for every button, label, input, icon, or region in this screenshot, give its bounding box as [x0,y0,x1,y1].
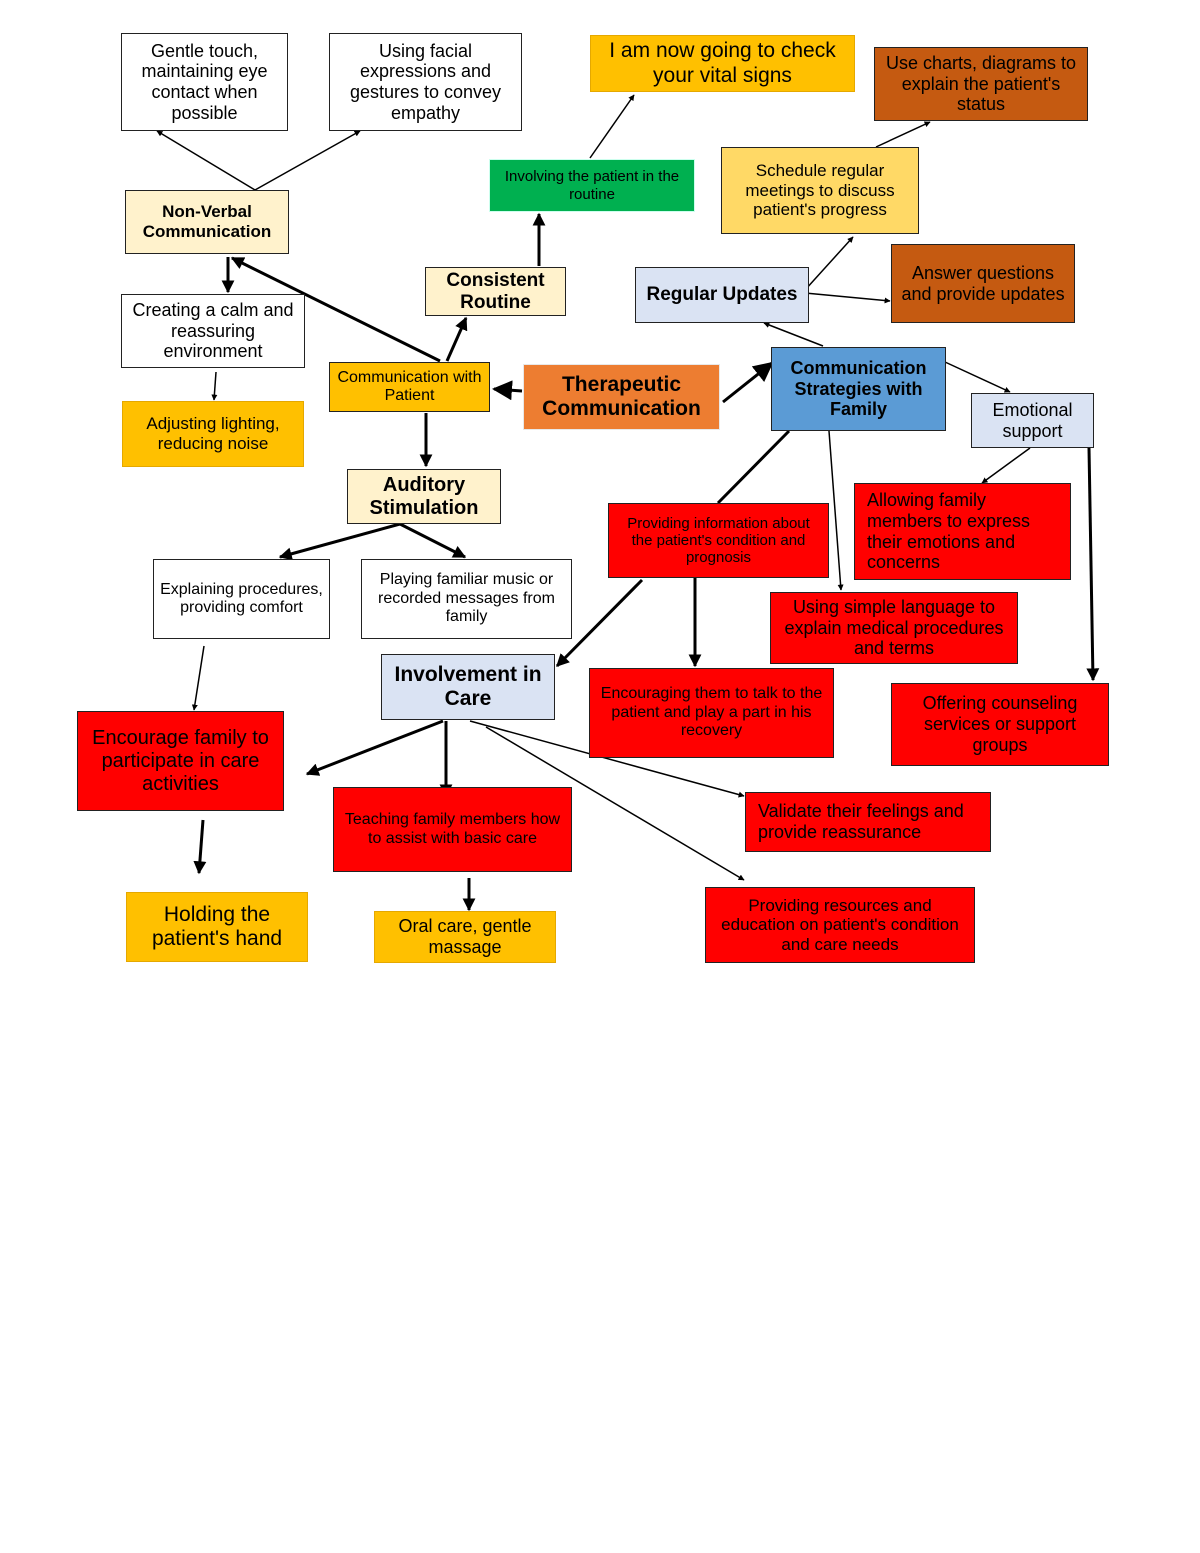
node-explaining-procedures: Explaining procedures, providing comfort [153,559,330,639]
arrow-schedule-charts [875,121,931,148]
node-providing-resources: Providing resources and education on pat… [705,887,975,963]
node-oral-care: Oral care, gentle massage [374,911,556,963]
node-involving-patient: Involving the patient in the routine [489,159,695,212]
node-vital-signs: I am now going to check your vital signs [590,35,855,92]
arrow-involvement-resources [485,726,745,881]
arrow-auditory-music [399,522,467,559]
arrow-nonverbal-gentle [156,130,256,191]
arrow-therapeutic-family [722,361,774,404]
arrow-calm-lighting [211,371,218,401]
arrow-nonverbal-facial [254,130,361,191]
node-answer-questions: Answer questions and provide updates [891,244,1075,323]
node-gentle-touch: Gentle touch, maintaining eye contact wh… [121,33,288,131]
arrow-involvement-validate [469,720,745,798]
node-counseling-services: Offering counseling services or support … [891,683,1109,766]
arrow-involving-vital [589,94,635,159]
node-validate-feelings: Validate their feelings and provide reas… [745,792,991,852]
arrow-involvement-encourage [305,719,444,776]
node-auditory-stimulation: Auditory Stimulation [347,469,501,524]
node-encourage-family: Encourage family to participate in care … [77,711,284,811]
arrow-emotional-allowing [981,447,1031,484]
arrow-patient-routine [445,316,468,362]
arrow-auditory-explaining [278,522,401,561]
node-emotional-support: Emotional support [971,393,1094,448]
arrow-therapeutic-patient [492,380,523,401]
node-involvement-in-care: Involvement in Care [381,654,555,720]
node-encouraging-talk: Encouraging them to talk to the patient … [589,668,834,758]
arrow-family-simple [828,430,844,591]
node-communication-strategies-family: Communication Strategies with Family [771,347,946,431]
node-holding-hand: Holding the patient's hand [126,892,308,962]
node-adjusting-lighting: Adjusting lighting, reducing noise [122,401,304,467]
arrow-patient-nonverbal [230,256,441,363]
node-use-charts: Use charts, diagrams to explain the pati… [874,47,1088,121]
node-calm-environment: Creating a calm and reassuring environme… [121,294,305,368]
arrow-emotional-counseling [1086,447,1100,682]
arrow-updates-schedule [804,236,854,291]
node-therapeutic-communication: Therapeutic Communication [523,364,720,430]
node-facial-expressions: Using facial expressions and gestures to… [329,33,522,131]
node-teaching-family: Teaching family members how to assist wi… [333,787,572,872]
node-schedule-meetings: Schedule regular meetings to discuss pat… [721,147,919,234]
node-allowing-family: Allowing family members to express their… [854,483,1071,580]
node-regular-updates: Regular Updates [635,267,809,323]
node-familiar-music: Playing familiar music or recorded messa… [361,559,572,639]
arrow-explaining-encourage [191,645,205,711]
node-consistent-routine: Consistent Routine [425,267,566,316]
node-communication-patient: Communication with Patient [329,362,490,412]
arrow-family-info [716,429,791,505]
arrow-info-involvement [555,578,644,668]
arrow-family-emotional [944,361,1011,393]
node-providing-information: Providing information about the patient'… [608,503,829,578]
node-non-verbal: Non-Verbal Communication [125,190,289,254]
arrow-updates-answer [804,292,891,304]
node-simple-language: Using simple language to explain medical… [770,592,1018,664]
arrow-encourage-holding [193,819,207,875]
arrow-family-updates [763,322,824,347]
